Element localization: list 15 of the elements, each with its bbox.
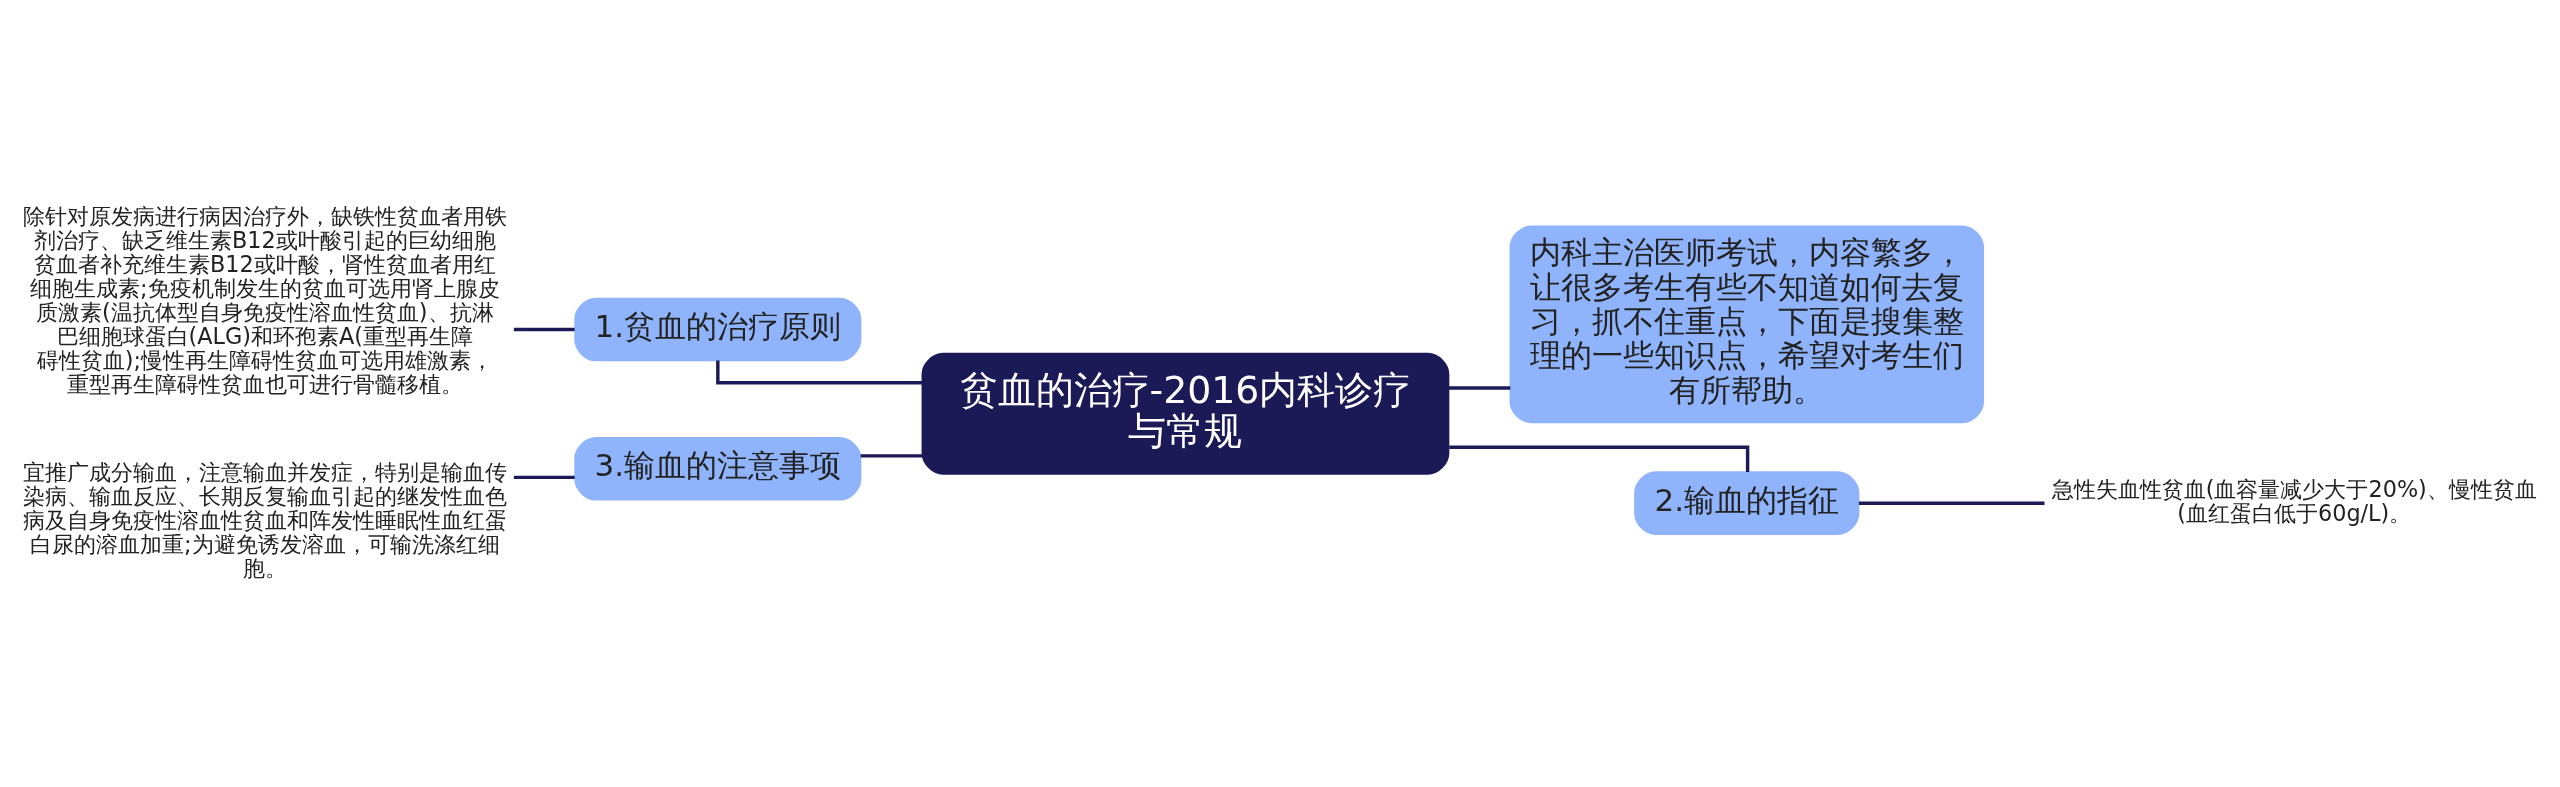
node-box: 3.输血的注意事项: [574, 436, 862, 501]
node-text: 除针对原发病进行病因治疗外，缺铁性贫血者用铁剂治疗、缺乏维生素B12或叶酸引起的巨幼细胞贫血者补充维生素B12或叶酸，肾性贫血者用红细胞生成素;免疫机制发生的贫血可选用肾上腺皮质激素(温抗体型自身免疫性溶血性贫血)、抗淋巴细胞球蛋白(ALG)和环孢素A(重型再生障碍性贫血);慢性再生障碍性贫血可选用雄激素，重型再生障碍性贫血也可进行骨髓移植。: [22, 202, 507, 397]
node-box: 内科主治医师考试，内容繁多，让很多考生有些不知道如何去复习，抓不住重点，下面是搜集整理的一些知识点，希望对考生们有所帮助。: [1509, 225, 1984, 423]
connector: [860, 453, 923, 458]
node-box: 贫血的治疗-2016内科诊疗与常规: [921, 352, 1450, 475]
connector: [1449, 445, 1750, 472]
node-text: 急性失血性贫血(血容量减少大于20%)、慢性贫血(血红蛋白低于60g/L)。: [2051, 475, 2537, 526]
node-box: 2.输血的指征: [1634, 470, 1860, 535]
connector: [1448, 385, 1511, 390]
connector: [716, 360, 923, 385]
connector: [1858, 500, 2045, 505]
connector: [513, 327, 575, 331]
connector: [513, 475, 575, 479]
node-box: 1.贫血的治疗原则: [574, 297, 862, 361]
node-text: 宜推广成分输血，注意输血并发症，特别是输血传染病、输血反应、长期反复输血引起的继发性血色病及自身免疫性溶血性贫血和阵发性睡眠性血红蛋白尿的溶血加重;为避免诱发溶血，可输洗涤红细胞。: [22, 458, 507, 581]
